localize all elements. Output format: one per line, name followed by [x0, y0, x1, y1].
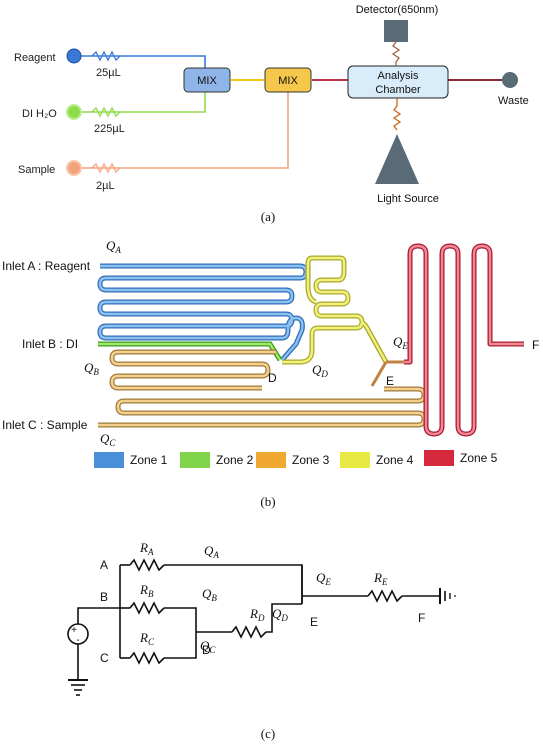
mix-box-1 [183, 67, 231, 93]
q-d-label: QD [312, 362, 328, 379]
chamber-label-line2: Chamber [375, 84, 421, 96]
legend-swatch-zone2 [180, 452, 210, 468]
legend-label-zone5: Zone 5 [460, 451, 498, 465]
di-resistor-icon [91, 106, 121, 118]
zone4-channel-outline [282, 255, 389, 365]
mix-label-1: MIX [197, 75, 217, 87]
label-ra: RA [139, 540, 154, 557]
legend-label-zone2: Zone 2 [216, 453, 254, 467]
reagent-line [75, 55, 206, 68]
sample-volume: 2µL [96, 180, 115, 192]
legend-swatch-zone5 [424, 450, 454, 466]
q-e-label: QE [393, 334, 408, 351]
zone5-channel-outline [404, 243, 524, 437]
label-re: RE [373, 570, 388, 587]
detector-signal-icon [391, 41, 401, 66]
legend-label-zone1: Zone 1 [130, 453, 168, 467]
reagent-label: Reagent [14, 52, 56, 64]
analysis-chamber [347, 65, 449, 99]
legend-label-zone3: Zone 3 [292, 453, 330, 467]
node-b-c: B [100, 590, 108, 604]
junction-e-channel [370, 360, 404, 387]
resistor-re [367, 589, 403, 603]
q-a-label: QA [106, 238, 121, 255]
label-qc: QC [200, 638, 216, 655]
resistor-rd [231, 625, 267, 639]
zone3-b-channel [110, 350, 276, 390]
node-d-c: D [202, 643, 211, 657]
source-plus-icon: + [71, 625, 77, 636]
label-rc: RC [139, 630, 155, 647]
wire-a-right [164, 564, 303, 604]
mix-label-2: MIX [278, 75, 298, 87]
q-c-label: QC [100, 431, 116, 448]
sample-resistor-icon [91, 162, 121, 174]
panel-c-labels: + - A B C D E F RA RB RC RD RE QA QB QC … [71, 540, 425, 741]
label-qe: QE [316, 570, 331, 587]
legend-swatch-zone1 [94, 452, 124, 468]
waste-icon [502, 72, 518, 88]
resistor-ra [129, 558, 165, 572]
light-source-label: Light Source [377, 193, 439, 205]
zone1-channel [98, 264, 308, 361]
node-f-label: F [532, 338, 539, 352]
legend-label-zone4: Zone 4 [376, 453, 414, 467]
q-b-label: QB [84, 360, 99, 377]
zone3-c-channel-outline [98, 386, 427, 428]
panel-a: Reagent DI H₂O Sample 25µL 225µL 2µL MIX… [14, 4, 529, 224]
inlet-b-label: Inlet B : DI [22, 337, 78, 351]
zone3-b-channel-outline [109, 349, 276, 391]
node-d-label: D [268, 371, 277, 385]
reagent-resistor-icon [91, 50, 121, 62]
panel-c [67, 558, 456, 696]
sample-line [75, 92, 289, 169]
di-inlet-icon [66, 104, 82, 120]
resistor-rc [129, 651, 165, 665]
caption-c: (c) [261, 726, 275, 741]
zone4-channel [282, 256, 388, 364]
panel-b: Inlet A : Reagent Inlet B : DI Inlet C :… [2, 238, 539, 509]
chamber-label-line1: Analysis [378, 70, 419, 82]
wire-d-right [266, 603, 302, 633]
node-a-c: A [100, 558, 108, 572]
node-e-label: E [386, 374, 394, 388]
light-source-triangle [375, 134, 419, 184]
reagent-volume: 25µL [96, 67, 121, 79]
inlet-c-label: Inlet C : Sample [2, 418, 88, 432]
di-volume: 225µL [94, 123, 125, 135]
node-c-c: C [100, 651, 109, 665]
node-f-c: F [418, 611, 425, 625]
legend-swatch-zone3 [256, 452, 286, 468]
detector-label: Detector(650nm) [356, 4, 439, 16]
zone-legend: Zone 1 Zone 2 Zone 3 Zone 4 Zone 5 [94, 450, 498, 468]
legend-swatch-zone4 [340, 452, 370, 468]
inlet-a-label: Inlet A : Reagent [2, 259, 91, 273]
wire-b-right [164, 607, 197, 632]
zone3-c-channel [98, 387, 426, 427]
waste-label: Waste [498, 95, 529, 107]
wire-source-top [77, 607, 120, 624]
sample-label: Sample [18, 164, 55, 176]
zone5-channel [404, 244, 524, 436]
reagent-inlet-icon [66, 48, 82, 64]
di-line [75, 92, 206, 113]
zone2-channel [98, 342, 282, 361]
detector-box [384, 20, 408, 42]
label-qd: QD [272, 606, 288, 623]
node-e-c: E [310, 615, 318, 629]
label-rb: RB [139, 582, 154, 599]
wire-c-right [164, 632, 197, 659]
caption-a: (a) [261, 209, 275, 224]
mix-box-2 [264, 67, 312, 93]
light-wave-icon [392, 98, 402, 131]
caption-b: (b) [260, 494, 275, 509]
label-qb: QB [202, 586, 217, 603]
sample-inlet-icon [66, 160, 82, 176]
resistor-rb [129, 601, 165, 615]
label-qa: QA [204, 543, 219, 560]
label-rd: RD [249, 606, 265, 623]
source-minus-icon: - [76, 635, 79, 646]
di-label: DI H₂O [22, 108, 57, 120]
